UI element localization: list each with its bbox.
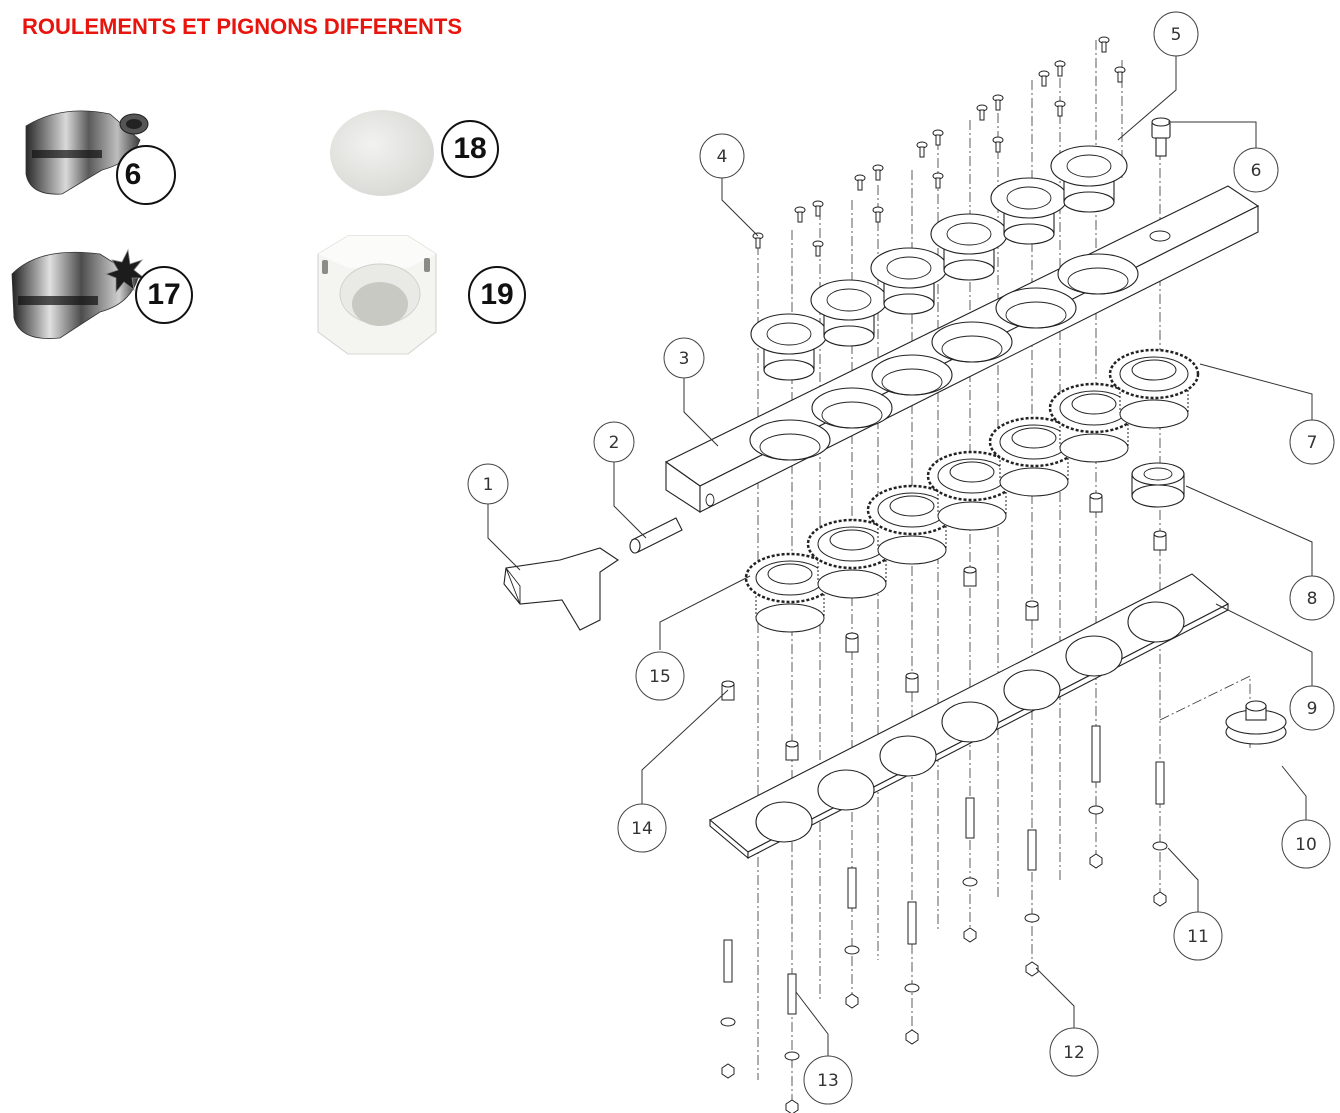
svg-text:7: 7 [1307,433,1318,453]
white-bushing-photo [308,232,443,357]
screws [752,36,1126,257]
part-17-badge: 17 [135,266,193,324]
top-plate-holes [749,253,1139,461]
part-16-badge: 6 [116,145,176,205]
svg-text:1: 1 [483,475,494,495]
white-bushing-image [317,235,437,355]
callout-13: 13 [803,1055,853,1105]
svg-text:2: 2 [609,433,620,453]
callout-4: 4 [699,133,745,179]
nozzle-round-photo [22,104,172,200]
svg-text:11: 11 [1187,927,1209,947]
gear-5 [988,416,1080,497]
nozzle-star-photo [10,238,160,343]
callout-8: 8 [1289,575,1335,621]
gear-7 [1108,348,1200,429]
callout-3: 3 [663,337,705,379]
svg-text:8: 8 [1307,589,1318,609]
pin [629,517,683,554]
page-title: ROULEMENTS ET PIGNONS DIFFERENTS [22,14,463,39]
svg-text:10: 10 [1295,835,1317,855]
gear-2 [806,518,898,599]
part-18-badge: 18 [441,120,499,178]
spacers [721,492,1167,761]
cap-screw [1151,117,1171,157]
white-disc-image [330,110,434,196]
lower-hardware [720,725,1168,1113]
foot [1225,700,1287,745]
callout-5: 5 [1153,11,1199,57]
white-disc-photo [325,108,435,198]
bearing-housings [750,145,1128,381]
callout-11: 11 [1173,911,1223,961]
bottom-plate [709,573,1229,860]
svg-text:12: 12 [1063,1043,1085,1063]
callout-12: 12 [1049,1027,1099,1077]
top-plate [664,185,1260,514]
svg-text:4: 4 [717,147,728,167]
svg-text:5: 5 [1171,25,1182,45]
svg-text:6: 6 [1251,161,1262,181]
callout-2: 2 [593,421,635,463]
callout-6: 6 [1233,147,1279,193]
part-19-badge: 19 [468,266,526,324]
part-18-number: 18 [453,132,487,165]
nozzle-star-image [11,248,146,339]
part-19-number: 19 [480,278,514,311]
callout-1: 1 [467,463,509,505]
gear-3 [866,484,958,565]
svg-text:3: 3 [679,349,690,369]
gears [744,348,1200,633]
svg-text:15: 15 [649,667,671,687]
gear-4 [926,450,1018,531]
svg-text:14: 14 [631,819,653,839]
part-16-number: 6 [124,158,142,191]
svg-text:13: 13 [817,1071,839,1091]
ball-bearing [1131,462,1185,508]
handle [503,547,619,631]
callout-10: 10 [1281,819,1331,869]
leader-lines [487,56,1313,1060]
callouts: 1 2 3 4 5 6 7 8 9 10 11 12 13 14 15 [467,11,1335,1105]
callout-14: 14 [617,803,667,853]
callout-7: 7 [1289,419,1335,465]
part-17-number: 17 [147,278,181,311]
callout-9: 9 [1289,685,1335,731]
gear-1 [744,552,836,633]
svg-text:9: 9 [1307,699,1318,719]
nozzle-round-image [25,110,149,195]
callout-15: 15 [635,651,685,701]
